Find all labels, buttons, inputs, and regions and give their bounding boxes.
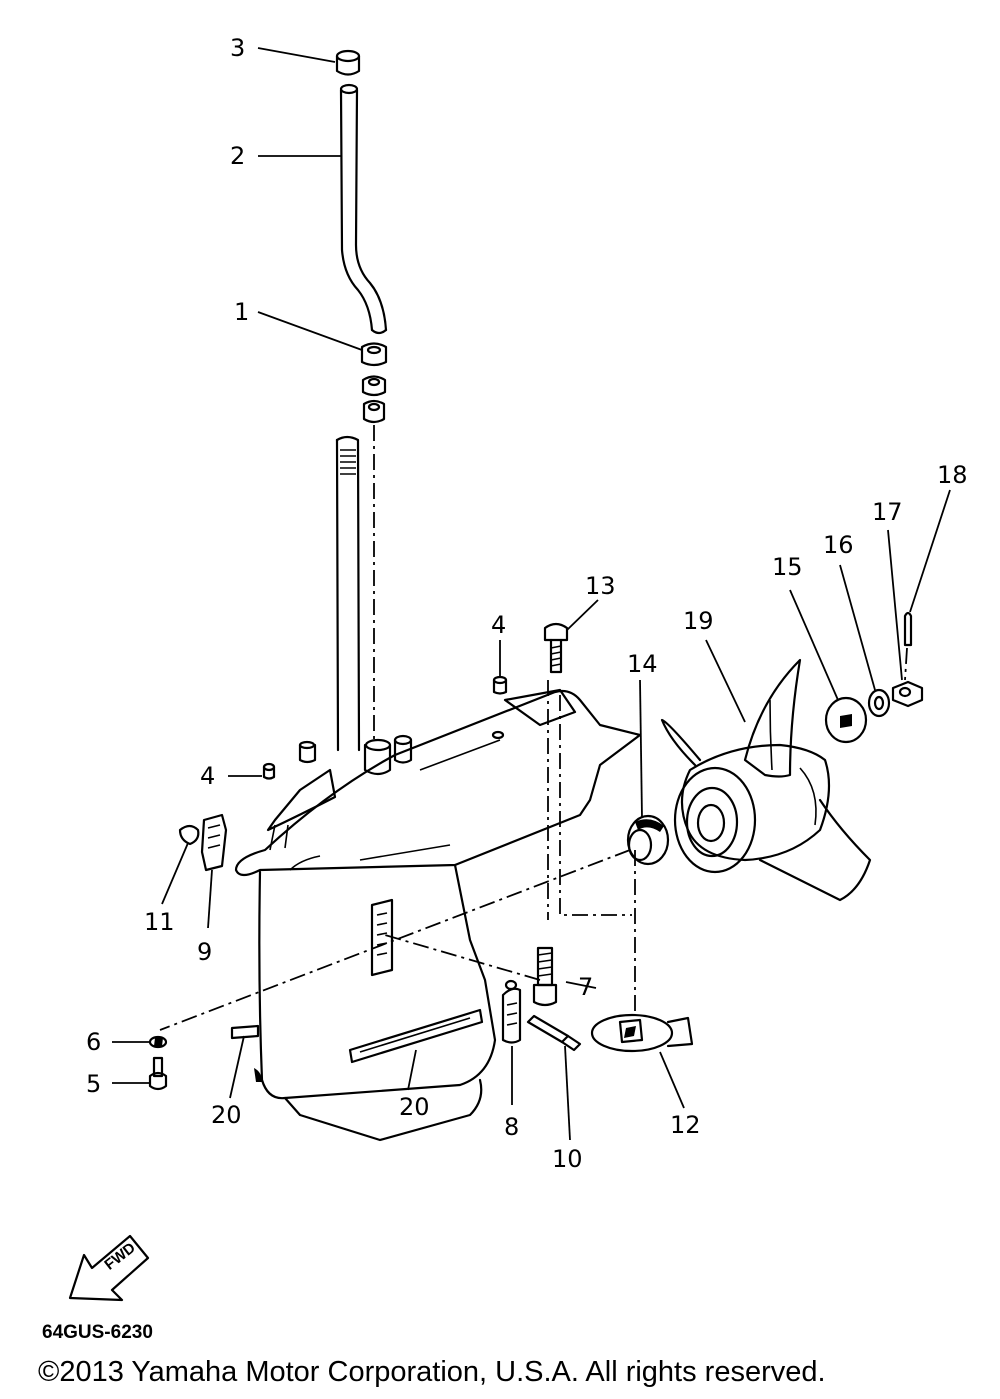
label-part-17: 17 xyxy=(872,498,903,526)
part-12-anode xyxy=(590,1013,694,1053)
label-part-3: 3 xyxy=(230,34,246,62)
fwd-arrow-icon xyxy=(68,1234,150,1302)
label-part-10: 10 xyxy=(552,1145,583,1173)
label-part-4-left: 4 xyxy=(200,762,216,790)
part-18-cotter-pin xyxy=(903,611,913,647)
label-part-20-left: 20 xyxy=(211,1101,242,1129)
label-part-11: 11 xyxy=(144,908,175,936)
label-part-20-center: 20 xyxy=(399,1093,430,1121)
part-16-washer xyxy=(867,688,891,718)
part-10-screw xyxy=(526,1014,582,1052)
label-part-16: 16 xyxy=(823,531,854,559)
copyright-notice: ©2013 Yamaha Motor Corporation, U.S.A. A… xyxy=(38,1356,826,1388)
part-17-nut xyxy=(891,680,924,708)
part-6-washer xyxy=(148,1035,168,1049)
part-8-trim-tab xyxy=(501,979,522,1044)
label-part-6: 6 xyxy=(86,1028,102,1056)
leader-lines xyxy=(112,47,951,1141)
label-part-15: 15 xyxy=(772,553,803,581)
part-11-nut xyxy=(178,824,200,846)
label-part-13: 13 xyxy=(585,572,616,600)
drive-shaft xyxy=(335,435,361,752)
centerline-trim xyxy=(384,934,541,981)
part-7-bolt xyxy=(532,946,558,1007)
centerline-drain xyxy=(159,849,631,1031)
label-part-12: 12 xyxy=(670,1111,701,1139)
label-part-1: 1 xyxy=(234,298,250,326)
label-part-9: 9 xyxy=(197,938,213,966)
label-part-5: 5 xyxy=(86,1070,102,1098)
label-part-8: 8 xyxy=(504,1113,520,1141)
lower-unit-housing xyxy=(230,688,642,1142)
centerline-pin xyxy=(904,647,908,681)
label-part-18: 18 xyxy=(937,461,968,489)
centerline-bolt-b xyxy=(559,695,632,916)
label-part-4-top: 4 xyxy=(491,611,507,639)
part-15-washer xyxy=(824,696,868,744)
part-19-propeller xyxy=(660,658,872,902)
label-part-2: 2 xyxy=(230,142,246,170)
part-1-grommets xyxy=(360,342,388,424)
part-3-cap xyxy=(335,49,361,76)
part-14-spacer xyxy=(626,814,670,866)
part-13-bolt xyxy=(543,622,569,674)
part-5-drain-screw xyxy=(148,1056,168,1091)
label-part-19: 19 xyxy=(683,607,714,635)
drawing-code: 64GUS-6230 xyxy=(42,1322,153,1343)
part-2-water-tube xyxy=(339,83,388,335)
label-part-7: 7 xyxy=(578,973,594,1001)
part-4-dowel-pins xyxy=(262,675,508,780)
part-9-plate xyxy=(200,813,228,872)
label-part-14: 14 xyxy=(627,650,658,678)
